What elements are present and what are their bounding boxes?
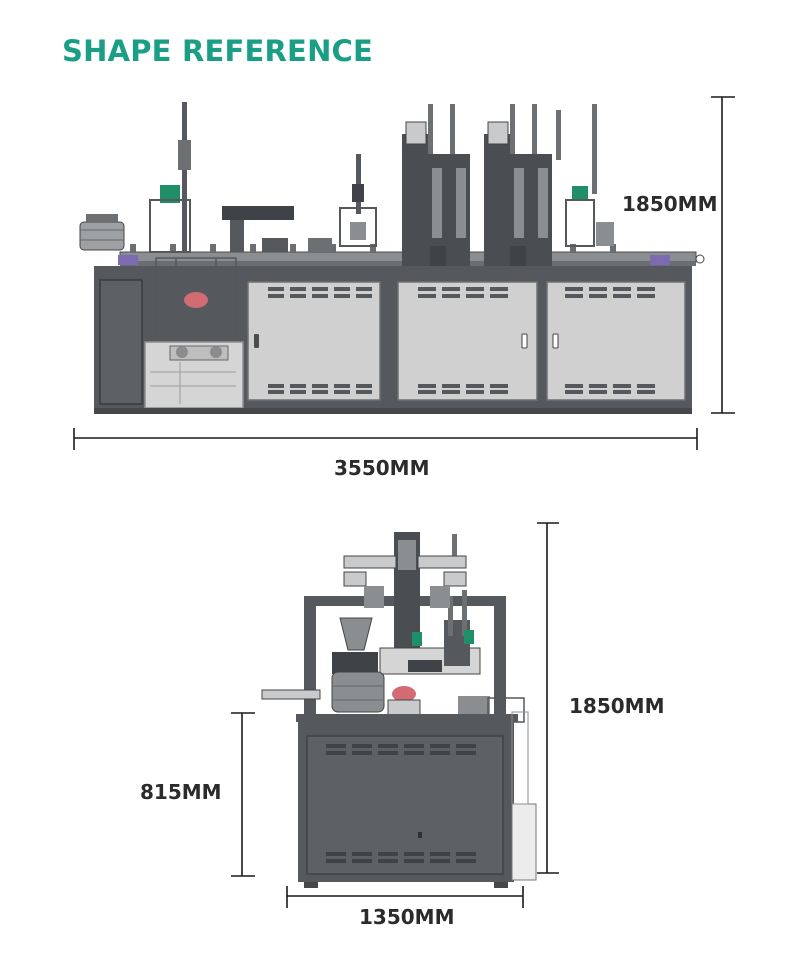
side-view-machine	[261, 532, 537, 888]
side-table-height-label: 815MM	[140, 780, 222, 804]
front-view-machine	[79, 102, 705, 414]
front-height-label: 1850MM	[622, 192, 718, 216]
front-view-dimension-lines	[73, 96, 735, 450]
front-width-label: 3550MM	[334, 456, 430, 480]
side-height-label: 1850MM	[569, 694, 665, 718]
page-title: SHAPE REFERENCE	[62, 34, 374, 68]
side-view-dimension-lines	[231, 522, 559, 908]
side-width-label: 1350MM	[359, 905, 455, 929]
